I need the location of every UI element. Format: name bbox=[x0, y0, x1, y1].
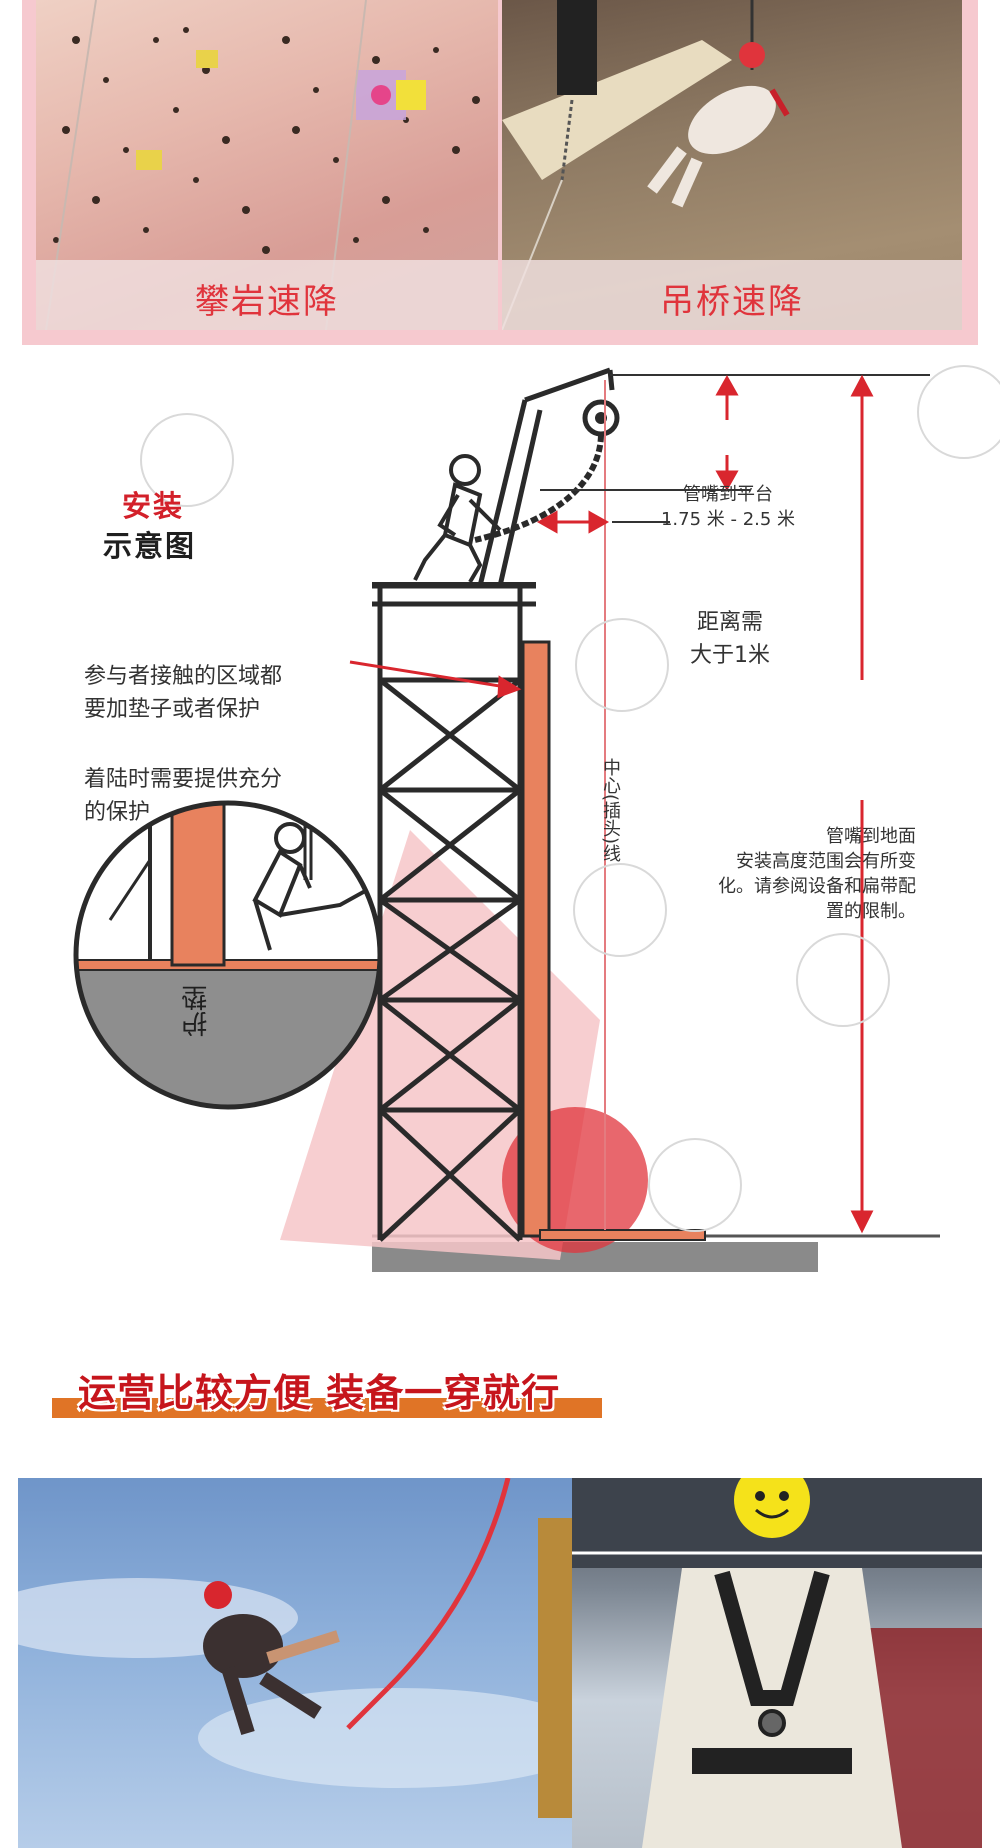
ground-label-line1: 管嘴到地面 bbox=[826, 826, 916, 847]
platform-range: 1.75 米 - 2.5 米 bbox=[660, 509, 796, 530]
diagram-title-line1: 安装 bbox=[122, 489, 185, 523]
watermark-seal bbox=[140, 365, 1000, 1232]
bridge-descent-image bbox=[502, 0, 790, 330]
note-contact-line2: 要加垫子或者保护 bbox=[84, 697, 261, 722]
photo-harness-wearer bbox=[572, 1478, 982, 1848]
climber-figure bbox=[413, 454, 502, 584]
distance-label-line2: 大于1米 bbox=[690, 643, 770, 668]
note-landing-line1: 着陆时需要提供充分 bbox=[84, 767, 283, 792]
caption-bridge: 吊桥速降 bbox=[660, 282, 804, 322]
platform-dimension-label: 管嘴到平台 1.75 米 - 2.5 米 bbox=[658, 482, 798, 532]
pad-label: 护垫 bbox=[182, 985, 212, 1037]
ground-label-line4: 置的限制。 bbox=[826, 901, 916, 922]
face-cover-emoji bbox=[734, 1478, 810, 1538]
section-heading-bar bbox=[52, 1398, 602, 1418]
dimension-platform bbox=[540, 374, 930, 492]
photo-swing-jumper bbox=[18, 1478, 572, 1848]
center-line-label: 中心(插头)线 bbox=[600, 758, 621, 863]
note-contact-line1: 参与者接触的区域都 bbox=[84, 664, 283, 689]
ground-dimension-label: 管嘴到地面 安装高度范围会有所变 化。请参阅设备和扁带配 置的限制。 bbox=[690, 824, 916, 924]
trolley-icon bbox=[582, 399, 620, 437]
caption-rock-climbing: 攀岩速降 bbox=[195, 282, 339, 322]
inset-border bbox=[73, 800, 383, 1110]
tether-chain bbox=[474, 434, 604, 543]
note-contact-area: 参与者接触的区域都 要加垫子或者保护 bbox=[84, 660, 282, 726]
ground-label-line3: 化。请参阅设备和扁带配 bbox=[718, 876, 916, 897]
section-heading: 运营比较方便 装备一穿就行 bbox=[78, 1371, 561, 1415]
landing-pointer-arrow bbox=[349, 660, 522, 699]
caption-bar-right: 吊桥速降 bbox=[502, 260, 962, 330]
distance-label-line1: 距离需 bbox=[696, 610, 763, 635]
caption-bar-left: 攀岩速降 bbox=[36, 260, 498, 330]
swing-jumper-image bbox=[18, 1478, 572, 1818]
pad-column bbox=[521, 640, 551, 1238]
ground-label-line2: 安装高度范围会有所变 bbox=[736, 851, 916, 872]
faller-figure bbox=[252, 822, 380, 951]
installation-diagram bbox=[73, 365, 1000, 1272]
harness-wearer-image bbox=[572, 1478, 982, 1848]
photo-bridge-descent: 吊桥速降 bbox=[502, 0, 962, 330]
dimension-distance bbox=[536, 510, 670, 534]
platform-label: 管嘴到平台 bbox=[683, 484, 773, 505]
note-landing: 着陆时需要提供充分 的保护 bbox=[84, 763, 282, 829]
pad-base bbox=[539, 1229, 706, 1241]
note-landing-line2: 的保护 bbox=[84, 800, 151, 825]
distance-dimension-label: 距离需 大于1米 bbox=[675, 606, 785, 672]
photo-rock-climbing-descent: 攀岩速降 bbox=[36, 0, 498, 330]
diagram-title-line2: 示意图 bbox=[103, 529, 197, 563]
dimension-ground bbox=[850, 374, 874, 1234]
tower-frame bbox=[372, 367, 615, 1242]
